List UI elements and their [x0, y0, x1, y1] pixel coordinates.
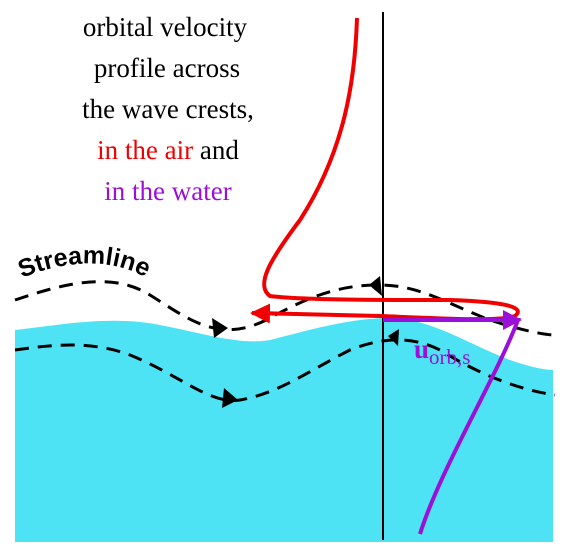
caption-line-3: the wave crests,: [82, 94, 254, 124]
water-body: [15, 318, 553, 542]
water-velocity-profile: [383, 318, 521, 535]
caption-line-4: in the air and: [97, 135, 239, 165]
caption-line-2: profile across: [94, 53, 240, 83]
streamline-arrowhead-left-air: [212, 318, 228, 338]
caption-line-5: in the water: [104, 176, 231, 206]
streamline-water: [14, 338, 556, 403]
caption-line-1: orbital velocity: [83, 12, 248, 42]
air-velocity-profile: [250, 17, 520, 324]
streamline-arrowhead-left-water: [222, 388, 238, 408]
caption-in-the-air: in the air: [97, 135, 193, 165]
orbital-velocity-label: uorb,s: [414, 334, 470, 369]
water-velocity-arrowhead: [503, 310, 522, 330]
streamline-arrowhead-right-air: [369, 276, 382, 296]
orbital-velocity-symbol: u: [414, 334, 429, 364]
orbital-velocity-subscript: orb,s: [429, 345, 470, 369]
streamline-label-path: Streamline: [14, 241, 155, 283]
caption-and: and: [193, 135, 239, 165]
streamline-arrowhead-right-water: [388, 329, 399, 346]
streamline-label: Streamline: [14, 241, 155, 283]
